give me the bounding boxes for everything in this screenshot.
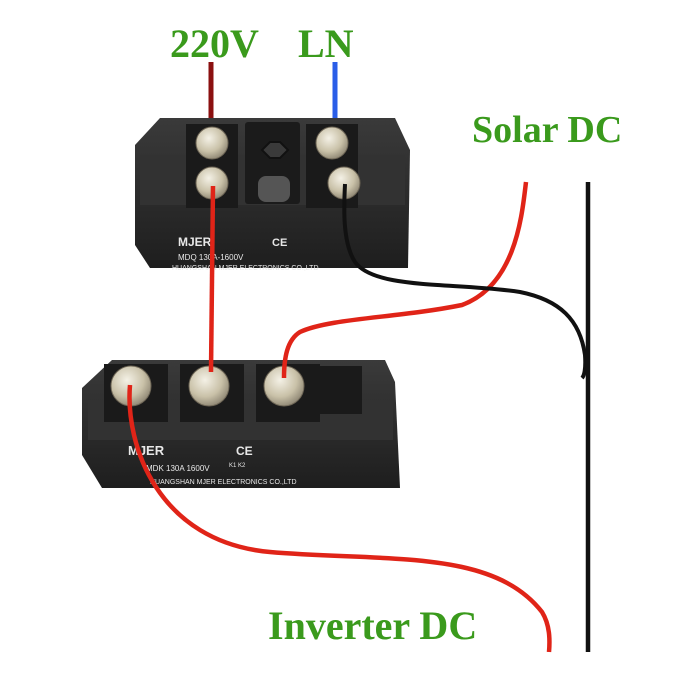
- bridge-brand: MJER: [178, 235, 212, 249]
- bridge-maker: HUANGSHAN MJER ELECTRONICS CO.,LTD: [172, 265, 319, 272]
- ce-mark: CE: [236, 444, 253, 458]
- inverter-dc-label: Inverter DC: [268, 603, 478, 648]
- bridge-to-diode-wire: [208, 185, 216, 373]
- line-neutral-label: LN: [298, 21, 354, 66]
- bridge-negative-wire: [342, 183, 588, 380]
- diode-maker: HUANGSHAN MJER ELECTRONICS CO.,LTD: [150, 479, 297, 486]
- diode-module: MJER CE MDK 130A 1600V K1 K2 HUANGSHAN M…: [82, 360, 400, 488]
- screw-terminal: [188, 365, 230, 407]
- solar-dc-label: Solar DC: [472, 109, 623, 151]
- diode-pins: K1 K2: [229, 463, 246, 469]
- diode-brand: MJER: [128, 443, 165, 458]
- solar-positive-wire: [281, 181, 529, 379]
- ce-mark: CE: [272, 237, 287, 249]
- voltage-label: 220V: [170, 21, 259, 66]
- diode-model: MDK 130A 1600V: [146, 464, 210, 473]
- screw-terminal: [195, 126, 229, 160]
- bridge-rectifier-module: MJER MDQ 130A-1600V HUANGSHAN MJER ELECT…: [135, 118, 410, 272]
- screw-terminal: [315, 126, 349, 160]
- inverter-positive-wire: [127, 384, 552, 653]
